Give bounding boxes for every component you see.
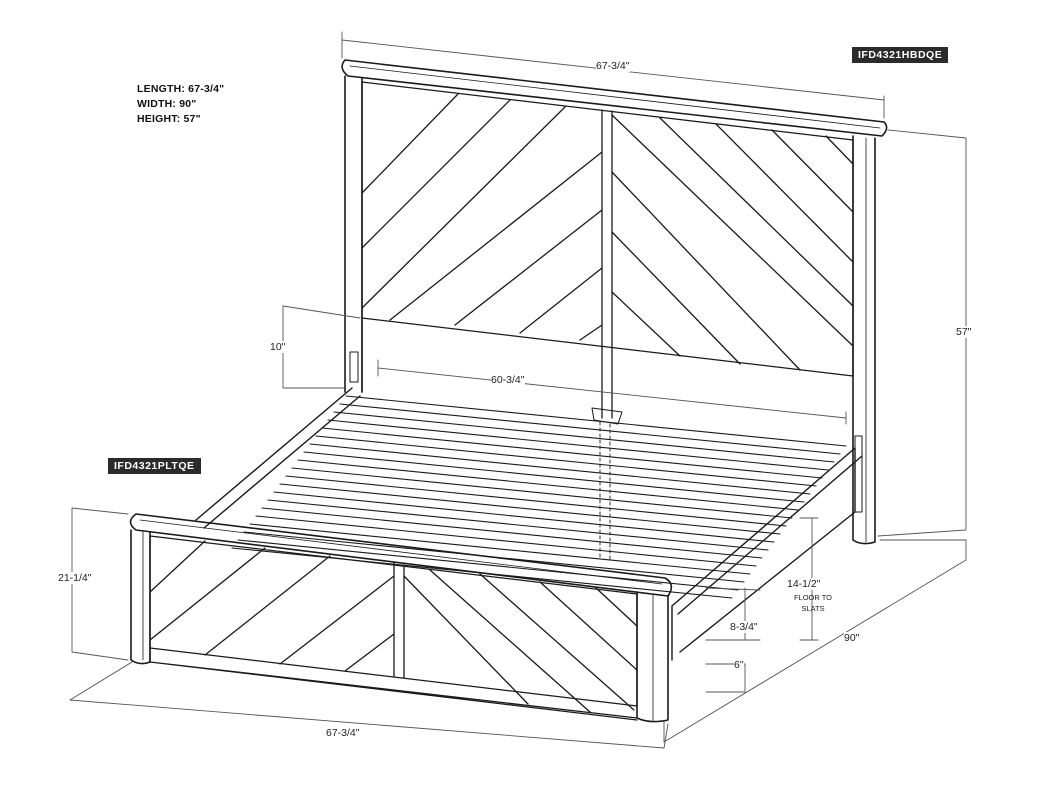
spec-height: HEIGHT: 57" [137,113,201,125]
spec-length: LENGTH: 67-3/4" [137,83,225,95]
platform [195,387,863,661]
dim-length [663,539,967,743]
dim-footboard-height [71,507,129,661]
headboard [341,59,888,545]
dim-footboard-width [69,661,669,749]
headboard-left-post [344,75,363,393]
headboard-sku-label: IFD4321HBDQE [852,47,949,63]
dim-inner-width [377,359,847,425]
platform-sku-label: IFD4321PLTQE [108,458,201,474]
floor-to-slats-note: FLOOR TO SLATS [793,593,833,613]
spec-width: WIDTH: 90" [137,98,197,110]
footboard-right-post [636,591,669,723]
floor-to-slats-label: 14-1/2" [787,578,821,590]
headboard-width-label: 67-3/4" [596,60,630,72]
right-rail [671,447,863,661]
headboard-height-label: 57" [956,326,972,338]
left-rail [195,387,361,529]
footboard-width-label: 67-3/4" [326,727,360,739]
dimension-lines [69,31,967,749]
footboard-left-post [130,529,151,665]
rail-clearance-label: 10" [270,341,286,353]
headboard-panel [361,81,854,377]
footboard [129,513,673,723]
leg-clearance-label: 6" [734,659,744,671]
rail-height-label: 8-3/4" [730,621,758,633]
length-label: 90" [844,632,860,644]
spec-list: LENGTH: 67-3/4" WIDTH: 90" HEIGHT: 57" [137,82,224,127]
dim-headboard-height [877,129,967,537]
headboard-top-cap [341,59,888,137]
inner-width-label: 60-3/4" [491,374,525,386]
dim-rail-clearance [282,305,361,389]
footboard-height-label: 21-1/4" [58,572,92,584]
footboard-panel [149,535,638,707]
headboard-right-post [852,135,876,545]
